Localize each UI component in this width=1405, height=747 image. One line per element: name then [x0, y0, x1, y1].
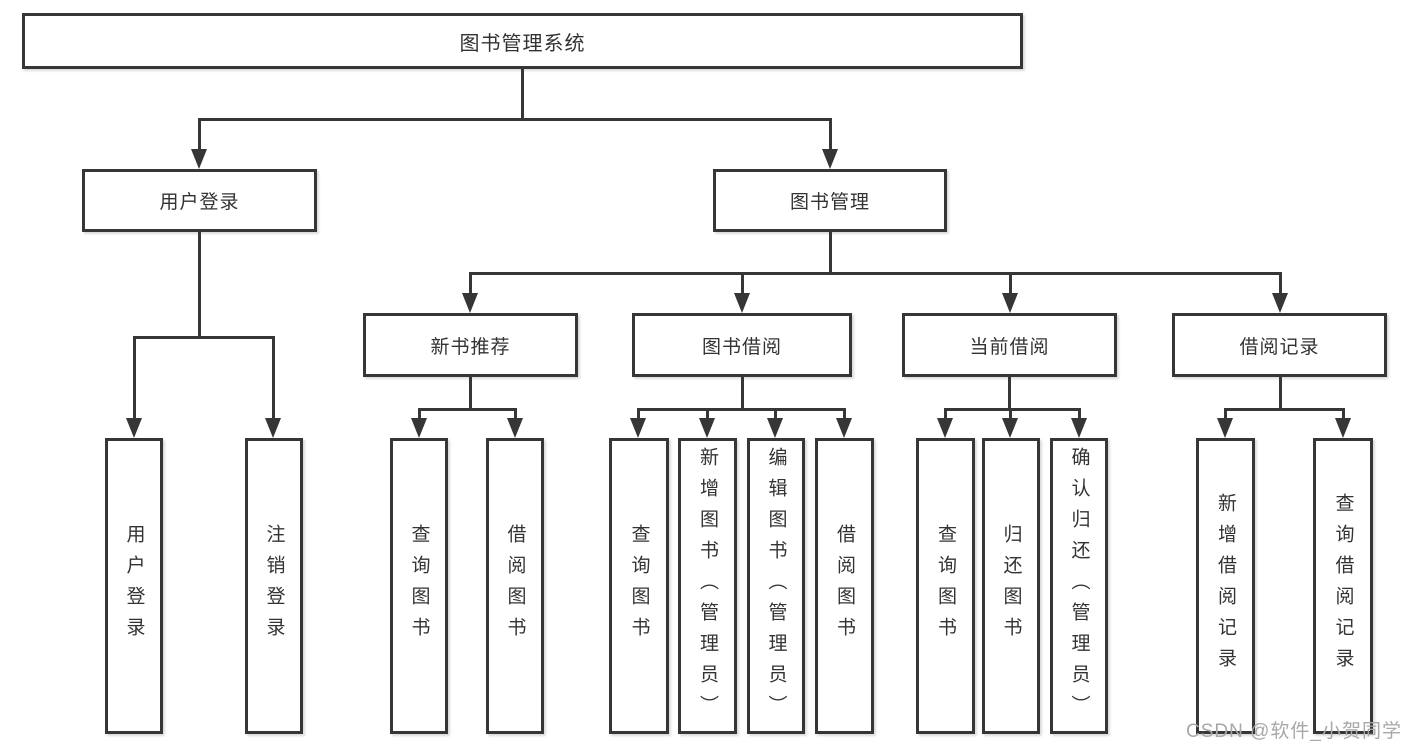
- leaf-label: 查询图书: [408, 524, 430, 648]
- connector-arrow: [734, 272, 750, 313]
- leaf-label: 注销登录: [263, 524, 285, 648]
- leaf-label: 借阅图书: [834, 524, 855, 648]
- node-user-login: 用户登录: [82, 169, 317, 232]
- connector-arrow: [462, 272, 478, 313]
- leaf-label: 查询图书: [935, 524, 956, 648]
- leaf-label: 查询图书: [628, 524, 650, 648]
- connector-arrow: [1071, 408, 1087, 438]
- node-label: 图书管理系统: [459, 32, 586, 55]
- connector-stem: [469, 377, 472, 411]
- leaf-label: 借阅图书: [504, 524, 526, 648]
- leaf-confirm-return-admin: 确认归还（管理员）: [1050, 438, 1108, 734]
- connector-arrow: [699, 408, 715, 438]
- leaf-label: 查询借阅记录: [1332, 493, 1354, 679]
- connector-stem: [1008, 377, 1011, 411]
- connector-arrow: [767, 408, 783, 438]
- connector-stem: [198, 232, 201, 339]
- connector-stem: [1279, 377, 1282, 411]
- connector-branch: [638, 408, 844, 411]
- connector-stem: [829, 232, 832, 275]
- connector-stem: [521, 69, 524, 121]
- connector-branch: [134, 336, 274, 339]
- node-library-system: 图书管理系统: [22, 13, 1023, 69]
- leaf-return-books: 归还图书: [982, 438, 1040, 734]
- leaf-query-books: 查询图书: [390, 438, 448, 734]
- connector-arrow: [126, 336, 142, 438]
- connector-arrow: [822, 118, 838, 169]
- watermark: CSDN @软件_小贺同学: [1186, 721, 1402, 742]
- leaf-query-borrow-record: 查询借阅记录: [1313, 438, 1373, 734]
- node-label: 新书推荐: [430, 336, 511, 358]
- node-label: 当前借阅: [969, 336, 1050, 358]
- leaf-edit-book-admin: 编辑图书（管理员）: [747, 438, 805, 734]
- leaf-label: 确认归还（管理员）: [1068, 446, 1090, 726]
- connector-arrow: [1002, 408, 1018, 438]
- connector-arrow: [1002, 272, 1018, 313]
- leaf-query-books: 查询图书: [916, 438, 975, 734]
- connector-arrow: [1335, 408, 1351, 438]
- connector-arrow: [507, 408, 523, 438]
- node-new-book-recommend: 新书推荐: [363, 313, 578, 377]
- connector-arrow: [191, 118, 207, 169]
- node-label: 图书借阅: [701, 336, 782, 358]
- leaf-borrow-books: 借阅图书: [486, 438, 544, 734]
- connector-branch: [470, 272, 1280, 275]
- leaf-query-books: 查询图书: [609, 438, 669, 734]
- connector-arrow: [836, 408, 852, 438]
- connector-arrow: [411, 408, 427, 438]
- connector-stem: [741, 377, 744, 411]
- connector-arrow: [937, 408, 953, 438]
- node-current-borrowing: 当前借阅: [902, 313, 1117, 377]
- leaf-label: 编辑图书（管理员）: [765, 446, 787, 726]
- node-borrowing-records: 借阅记录: [1172, 313, 1387, 377]
- connector-arrow: [265, 336, 281, 438]
- node-label: 借阅记录: [1239, 336, 1320, 358]
- leaf-borrow-books: 借阅图书: [815, 438, 874, 734]
- leaf-label: 归还图书: [1000, 524, 1022, 648]
- node-label: 用户登录: [159, 192, 240, 213]
- connector-branch: [199, 118, 831, 121]
- node-label: 图书管理: [789, 192, 870, 213]
- leaf-label: 新增借阅记录: [1215, 493, 1236, 679]
- leaf-add-book-admin: 新增图书（管理员）: [678, 438, 737, 734]
- connector-arrow: [630, 408, 646, 438]
- leaf-logout: 注销登录: [245, 438, 303, 734]
- connector-branch: [419, 408, 515, 411]
- connector-arrow: [1272, 272, 1288, 313]
- node-book-borrowing: 图书借阅: [632, 313, 852, 377]
- leaf-add-borrow-record: 新增借阅记录: [1196, 438, 1255, 734]
- node-book-management: 图书管理: [713, 169, 947, 232]
- connector-branch: [945, 408, 1079, 411]
- connector-branch: [1225, 408, 1343, 411]
- leaf-label: 用户登录: [123, 524, 145, 648]
- connector-arrow: [1217, 408, 1233, 438]
- leaf-label: 新增图书（管理员）: [697, 446, 718, 726]
- leaf-user-login: 用户登录: [105, 438, 163, 734]
